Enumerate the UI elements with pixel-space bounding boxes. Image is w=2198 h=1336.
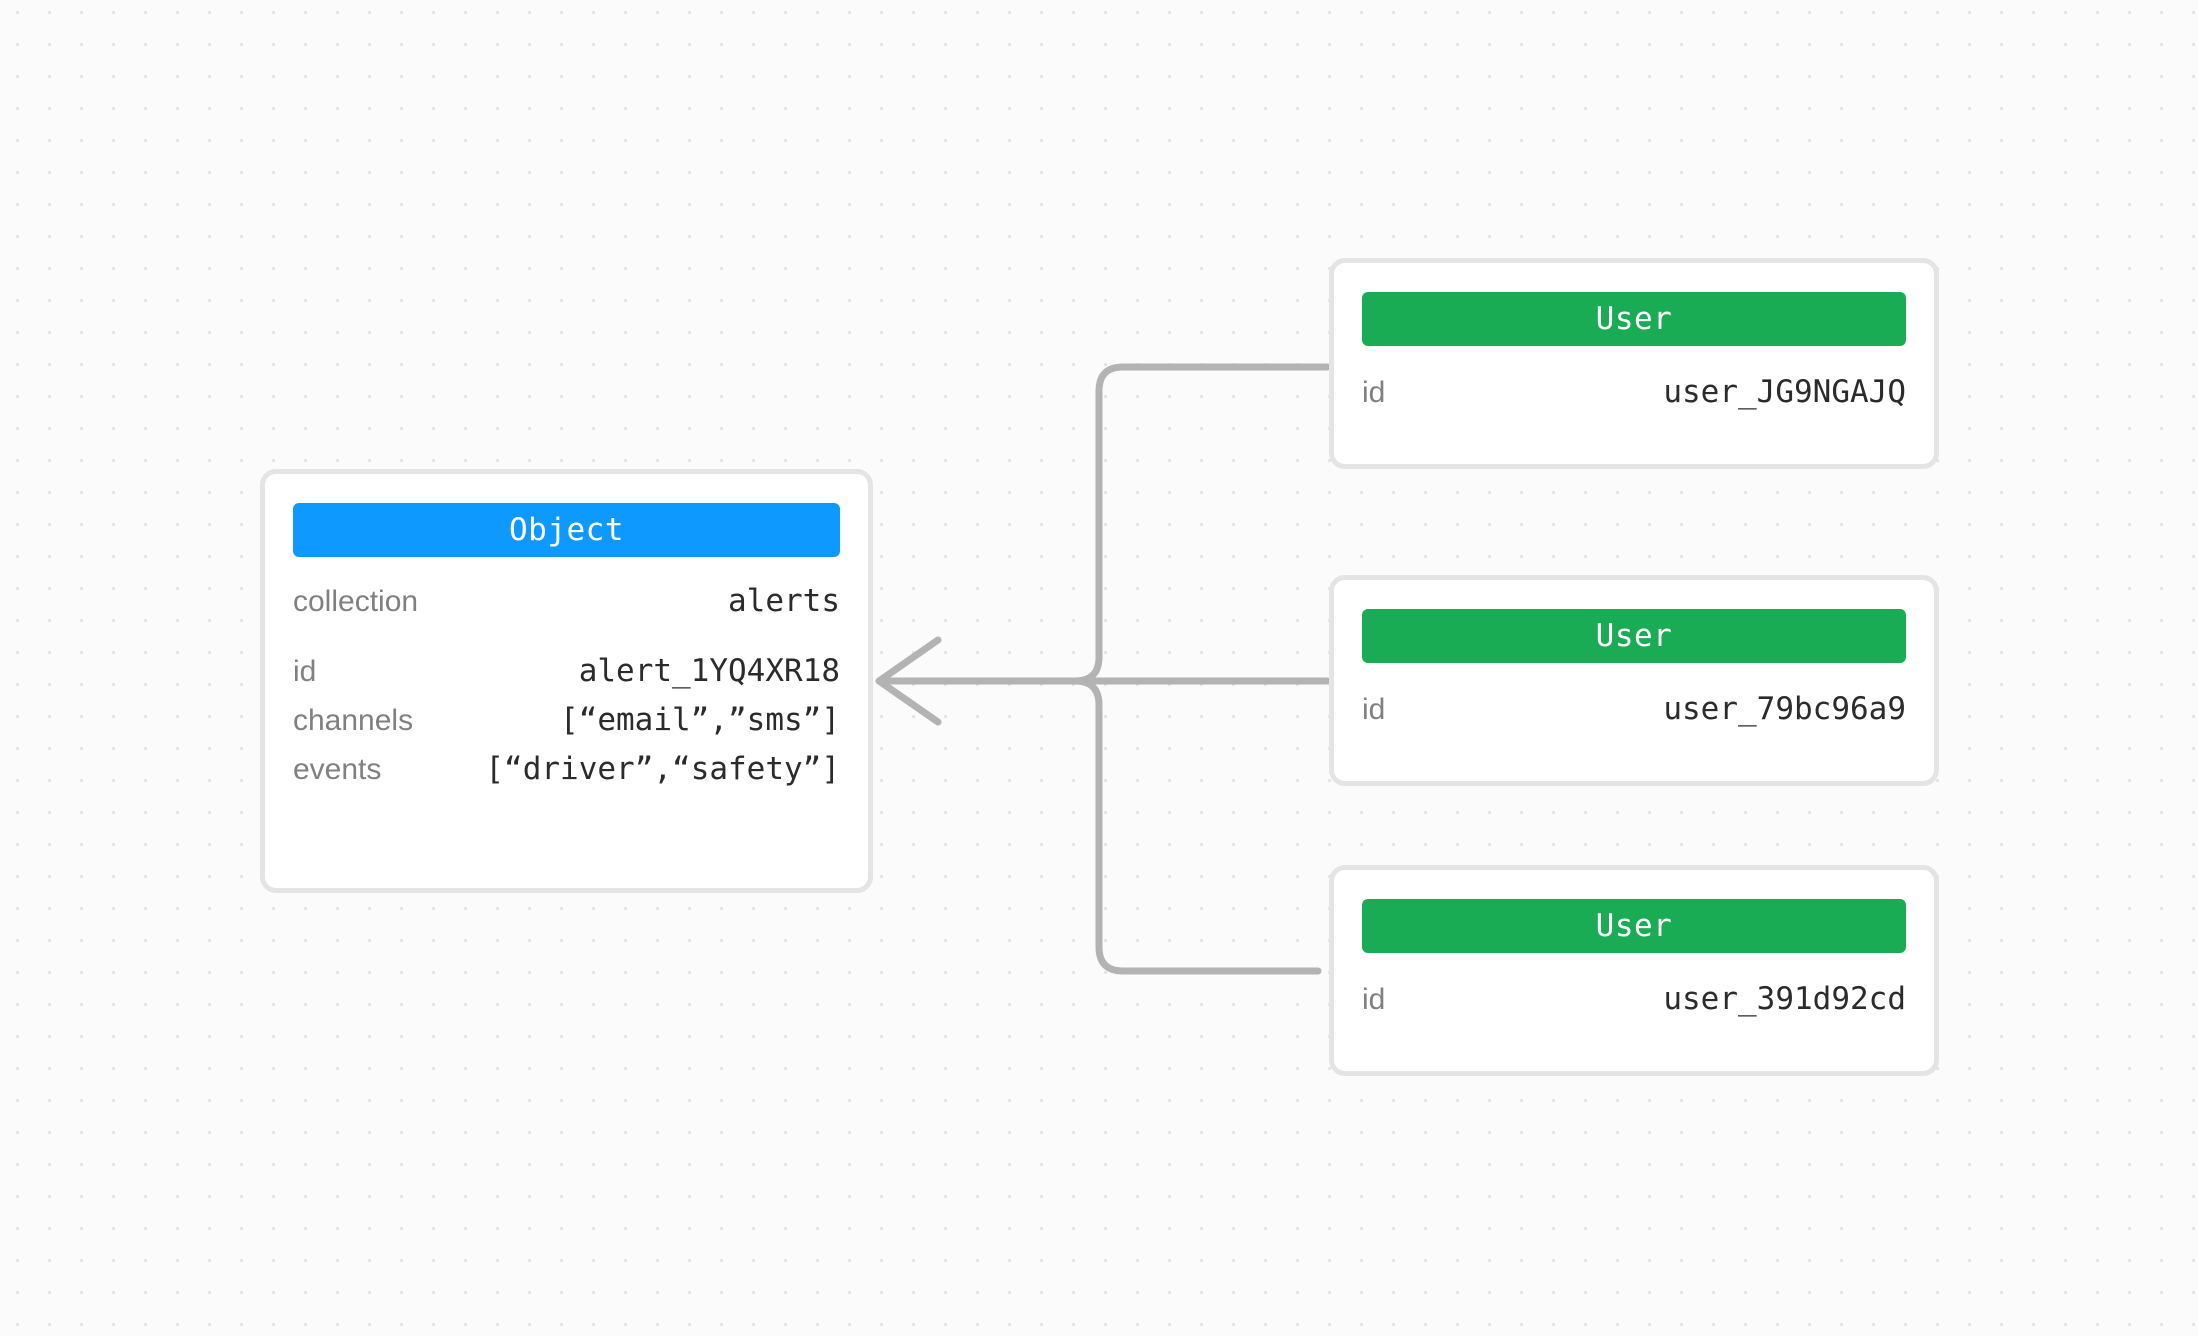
field-row-id: id user_JG9NGAJQ bbox=[1362, 374, 1906, 423]
edge-user-1 bbox=[880, 363, 1331, 685]
field-value: user_391d92cd bbox=[1663, 981, 1906, 1017]
field-label: id bbox=[293, 655, 317, 688]
field-value: user_79bc96a9 bbox=[1663, 691, 1906, 727]
user-node-type-header: User bbox=[1362, 609, 1906, 663]
user-node-fields: id user_79bc96a9 bbox=[1362, 663, 1906, 740]
field-row-id: id user_391d92cd bbox=[1362, 981, 1906, 1030]
object-node[interactable]: Object collection alerts id alert_1YQ4XR… bbox=[260, 469, 873, 893]
field-label: id bbox=[1362, 376, 1386, 409]
field-label: channels bbox=[293, 704, 414, 737]
field-value: [“email”,”sms”] bbox=[560, 702, 840, 738]
object-node-type-header: Object bbox=[293, 503, 840, 557]
user-node-type-header: User bbox=[1362, 292, 1906, 346]
field-label: id bbox=[1362, 983, 1386, 1016]
user-node[interactable]: User id user_JG9NGAJQ bbox=[1329, 258, 1939, 469]
field-row-id: id alert_1YQ4XR18 bbox=[293, 653, 840, 702]
user-node[interactable]: User id user_391d92cd bbox=[1329, 865, 1939, 1076]
user-node-type-header: User bbox=[1362, 899, 1906, 953]
field-value: [“driver”,“safety”] bbox=[485, 751, 840, 787]
field-label: collection bbox=[293, 585, 419, 618]
field-value: alerts bbox=[728, 583, 840, 619]
object-node-fields: collection alerts id alert_1YQ4XR18 chan… bbox=[293, 557, 840, 800]
user-node-fields: id user_391d92cd bbox=[1362, 953, 1906, 1030]
field-row-collection: collection alerts bbox=[293, 583, 840, 632]
field-row-channels: channels [“email”,”sms”] bbox=[293, 702, 840, 751]
field-label: events bbox=[293, 753, 382, 786]
user-node-fields: id user_JG9NGAJQ bbox=[1362, 346, 1906, 423]
user-node[interactable]: User id user_79bc96a9 bbox=[1329, 575, 1939, 786]
field-value: user_JG9NGAJQ bbox=[1663, 374, 1906, 410]
edge-arrowhead-icon bbox=[875, 636, 942, 726]
field-value: alert_1YQ4XR18 bbox=[578, 653, 840, 689]
field-label: id bbox=[1362, 693, 1386, 726]
edge-user-3 bbox=[880, 677, 1322, 975]
field-group-separator bbox=[293, 632, 840, 653]
field-row-id: id user_79bc96a9 bbox=[1362, 691, 1906, 740]
field-row-events: events [“driver”,“safety”] bbox=[293, 751, 840, 800]
